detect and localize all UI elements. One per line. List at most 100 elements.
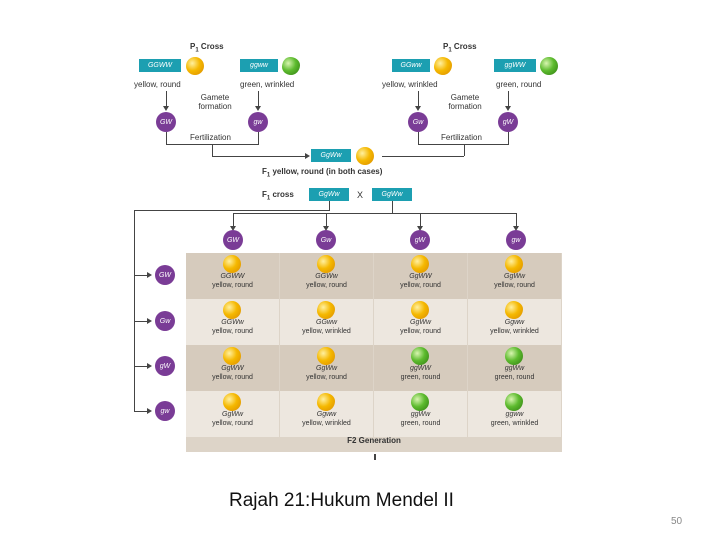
cell-phenotype: yellow, round bbox=[494, 282, 535, 289]
left-gamete-2: gw bbox=[248, 112, 268, 132]
yellow-round-pea-icon bbox=[223, 347, 241, 365]
f2-generation-label: F2 Generation bbox=[347, 436, 401, 445]
cell-phenotype: yellow, round bbox=[400, 328, 441, 335]
punnett-cell: GgWW yellow, round bbox=[374, 253, 467, 299]
right-parent1-phenotype: yellow, wrinkled bbox=[382, 80, 438, 89]
cell-genotype: GgWw bbox=[504, 273, 525, 280]
punnett-cell: ggWW green, round bbox=[374, 345, 467, 391]
punnett-cell: GgWw yellow, round bbox=[186, 391, 279, 437]
f1-label: F1 yellow, round (in both cases) bbox=[262, 167, 383, 179]
right-fertilization-label: Fertilization bbox=[441, 133, 482, 142]
cell-genotype: GgWW bbox=[409, 273, 432, 280]
page-number: 50 bbox=[671, 516, 683, 527]
green-round-pea-icon bbox=[540, 57, 558, 75]
cell-phenotype: yellow, round bbox=[212, 328, 253, 335]
left-cross-title: P1 Cross bbox=[190, 42, 224, 54]
top-gamete-3: gW bbox=[410, 230, 430, 250]
side-gamete-4: gw bbox=[155, 401, 175, 421]
punnett-cell: GGWw yellow, round bbox=[186, 299, 279, 345]
yellow-round-pea-icon bbox=[317, 347, 335, 365]
punnett-cell: GGWw yellow, round bbox=[280, 253, 373, 299]
top-gamete-1: GW bbox=[223, 230, 243, 250]
cell-phenotype: yellow, round bbox=[212, 420, 253, 427]
cell-phenotype: green, round bbox=[400, 420, 441, 427]
cell-phenotype: green, wrinkled bbox=[490, 420, 539, 427]
right-cross-title: P1 Cross bbox=[443, 42, 477, 54]
yellow-round-pea-icon bbox=[411, 255, 429, 273]
side-gamete-3: gW bbox=[155, 356, 175, 376]
cell-genotype: GgWw bbox=[316, 365, 337, 372]
top-gamete-2: Gw bbox=[316, 230, 336, 250]
yellow-round-pea-icon bbox=[411, 301, 429, 319]
f1-genotype: GgWw bbox=[311, 149, 351, 162]
cell-genotype: ggWW bbox=[410, 365, 431, 372]
punnett-cell: ggWw green, round bbox=[468, 345, 561, 391]
cell-genotype: ggWw bbox=[504, 365, 525, 372]
green-round-pea-icon bbox=[411, 347, 429, 365]
cell-genotype: GgWW bbox=[221, 365, 244, 372]
cell-phenotype: yellow, wrinkled bbox=[302, 420, 351, 427]
yellow-round-pea-icon bbox=[186, 57, 204, 75]
green-wrinkled-pea-icon bbox=[505, 393, 523, 411]
f1-cross-right-genotype: GgWw bbox=[372, 188, 412, 201]
cell-phenotype: yellow, wrinkled bbox=[490, 328, 539, 335]
f1-cross-x: X bbox=[357, 190, 364, 200]
top-gamete-4: gw bbox=[506, 230, 526, 250]
left-parent1-genotype: GGWW bbox=[139, 59, 181, 72]
right-parent2-phenotype: green, round bbox=[496, 80, 542, 89]
f1-cross-label: F1 cross bbox=[262, 190, 294, 202]
cell-phenotype: green, round bbox=[400, 374, 441, 381]
punnett-cell: GgWW yellow, round bbox=[186, 345, 279, 391]
f1-yellow-round-pea-icon bbox=[356, 147, 374, 165]
cell-phenotype: yellow, round bbox=[400, 282, 441, 289]
yellow-wrinkled-pea-icon bbox=[505, 301, 523, 319]
left-fertilization-label: Fertilization bbox=[190, 133, 231, 142]
yellow-wrinkled-pea-icon bbox=[434, 57, 452, 75]
yellow-wrinkled-pea-icon bbox=[317, 393, 335, 411]
punnett-cell: ggWw green, round bbox=[374, 391, 467, 437]
cell-genotype: ggWw bbox=[410, 411, 431, 418]
punnett-cell: GgWw yellow, round bbox=[468, 253, 561, 299]
cell-phenotype: yellow, round bbox=[306, 374, 347, 381]
left-parent2-phenotype: green, wrinkled bbox=[240, 80, 295, 89]
punnett-cell: Ggww yellow, wrinkled bbox=[280, 391, 373, 437]
cell-phenotype: yellow, round bbox=[306, 282, 347, 289]
cell-genotype: GGWw bbox=[221, 319, 244, 326]
cell-phenotype: yellow, round bbox=[212, 282, 253, 289]
yellow-round-pea-icon bbox=[223, 393, 241, 411]
punnett-cell: GgWw yellow, round bbox=[374, 299, 467, 345]
punnett-cell: GgWw yellow, round bbox=[280, 345, 373, 391]
punnett-cell: ggww green, wrinkled bbox=[468, 391, 561, 437]
cell-genotype: GgWw bbox=[222, 411, 243, 418]
cell-phenotype: green, round bbox=[494, 374, 535, 381]
cell-genotype: Ggww bbox=[504, 319, 525, 326]
punnett-cell: GGWW yellow, round bbox=[186, 253, 279, 299]
f1-cross-left-genotype: GgWw bbox=[309, 188, 349, 201]
left-gamete-1: GW bbox=[156, 112, 176, 132]
green-wrinkled-pea-icon bbox=[282, 57, 300, 75]
right-gamete-2: gW bbox=[498, 112, 518, 132]
figure-caption: Rajah 21:Hukum Mendel II bbox=[229, 490, 454, 511]
cell-genotype: GgWw bbox=[410, 319, 431, 326]
side-gamete-2: Gw bbox=[155, 311, 175, 331]
green-round-pea-icon bbox=[411, 393, 429, 411]
punnett-cell: GGww yellow, wrinkled bbox=[280, 299, 373, 345]
left-parent2-genotype: ggww bbox=[240, 59, 278, 72]
yellow-round-pea-icon bbox=[505, 255, 523, 273]
cell-genotype: ggww bbox=[505, 411, 524, 418]
left-parent1-phenotype: yellow, round bbox=[134, 80, 181, 89]
side-gamete-1: GW bbox=[155, 265, 175, 285]
cell-phenotype: yellow, round bbox=[212, 374, 253, 381]
right-parent2-genotype: ggWW bbox=[494, 59, 536, 72]
yellow-round-pea-icon bbox=[223, 301, 241, 319]
cell-genotype: Ggww bbox=[316, 411, 337, 418]
punnett-cell: Ggww yellow, wrinkled bbox=[468, 299, 561, 345]
right-parent1-genotype: GGww bbox=[392, 59, 430, 72]
cell-phenotype: yellow, wrinkled bbox=[302, 328, 351, 335]
cell-genotype: GGWw bbox=[315, 273, 338, 280]
cell-genotype: GGww bbox=[316, 319, 337, 326]
cell-genotype: GGWW bbox=[220, 273, 245, 280]
